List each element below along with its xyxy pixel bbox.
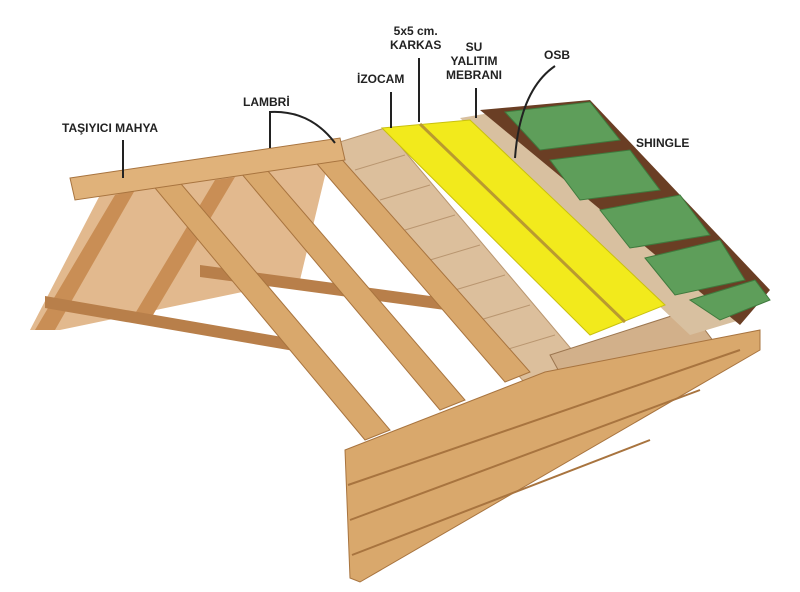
- left-rafter: [35, 190, 135, 330]
- label-karkas: 5x5 cm. KARKAS: [390, 24, 441, 52]
- label-karkas-line2: KARKAS: [390, 38, 442, 52]
- leader-lines: [122, 58, 556, 178]
- label-osb: OSB: [544, 48, 571, 62]
- left-rafter: [130, 177, 235, 322]
- ridge-beam: [69, 137, 346, 201]
- label-tasiyici-mahya: TAŞIYICI MAHYA: [62, 121, 159, 135]
- label-lambri: LAMBRİ: [243, 95, 290, 109]
- log-wall: [344, 329, 761, 583]
- tie-beam: [200, 265, 445, 310]
- label-su-line3: MEBRANI: [446, 68, 502, 82]
- karkas-batten: [418, 122, 627, 324]
- lambri-plank-lines: [354, 154, 581, 381]
- label-su-yalitim-mebrani: SU YALITIM MEBRANI: [446, 40, 502, 82]
- label-izocam: İZOCAM: [357, 72, 405, 86]
- shingle-tiles: [503, 101, 771, 321]
- label-su-line2: YALITIM: [450, 54, 498, 68]
- label-karkas-line1: 5x5 cm.: [393, 24, 438, 38]
- label-shingle: SHINGLE: [636, 136, 690, 150]
- izocam-layer: [380, 119, 666, 336]
- tie-beam: [45, 296, 300, 352]
- label-su-line1: SU: [465, 40, 483, 54]
- log-lines: [347, 349, 741, 556]
